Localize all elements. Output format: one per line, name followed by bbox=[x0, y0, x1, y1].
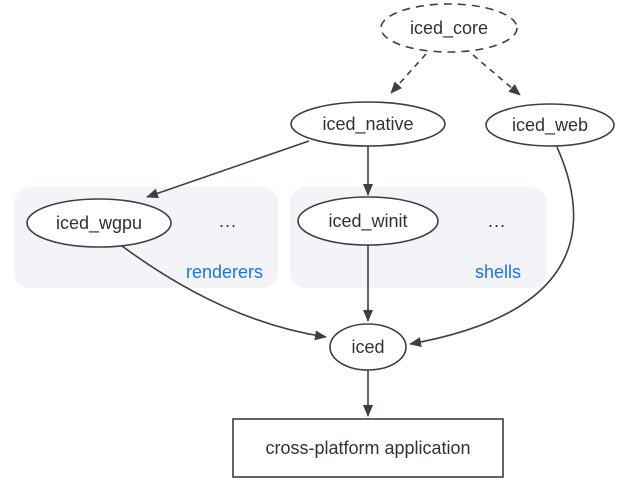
node-iced-shape bbox=[329, 323, 407, 371]
node-iced-web-shape bbox=[485, 103, 615, 147]
node-iced-core-shape bbox=[380, 3, 518, 53]
node-iced: iced bbox=[329, 323, 407, 371]
node-iced-web-label: iced_web bbox=[512, 115, 588, 136]
node-iced-native-shape bbox=[290, 101, 446, 147]
node-iced-wgpu-label: iced_wgpu bbox=[56, 213, 142, 234]
node-iced-web: iced_web bbox=[485, 103, 615, 147]
node-iced-winit: iced_winit bbox=[297, 196, 439, 246]
group-shells-ellipsis: ... bbox=[488, 211, 506, 231]
node-iced-core-label: iced_core bbox=[410, 18, 488, 39]
group-shells-label: shells bbox=[475, 262, 521, 282]
node-iced-label: iced bbox=[351, 337, 384, 357]
edge-iced-web-to-iced bbox=[409, 146, 575, 347]
group-renderers-label: renderers bbox=[186, 262, 263, 282]
node-cross-platform-application-label: cross-platform application bbox=[265, 438, 470, 458]
edge-iced-wgpu-to-iced bbox=[121, 245, 327, 341]
edge-iced-core-to-iced-web bbox=[472, 54, 521, 96]
node-iced-native: iced_native bbox=[290, 101, 446, 147]
edge-iced-core-to-iced-native bbox=[390, 53, 427, 94]
node-iced-core: iced_core bbox=[380, 3, 518, 53]
node-iced-winit-shape bbox=[297, 196, 439, 246]
node-iced-wgpu-shape bbox=[26, 198, 172, 248]
edge-iced-native-to-iced-wgpu bbox=[146, 140, 310, 199]
node-iced-native-label: iced_native bbox=[322, 114, 413, 135]
node-iced-winit-label: iced_winit bbox=[328, 211, 407, 232]
node-cross-platform-application-shape bbox=[232, 418, 504, 478]
group-renderers-ellipsis: ... bbox=[219, 211, 237, 231]
node-iced-wgpu: iced_wgpu bbox=[26, 198, 172, 248]
node-cross-platform-application: cross-platform application bbox=[232, 418, 504, 478]
